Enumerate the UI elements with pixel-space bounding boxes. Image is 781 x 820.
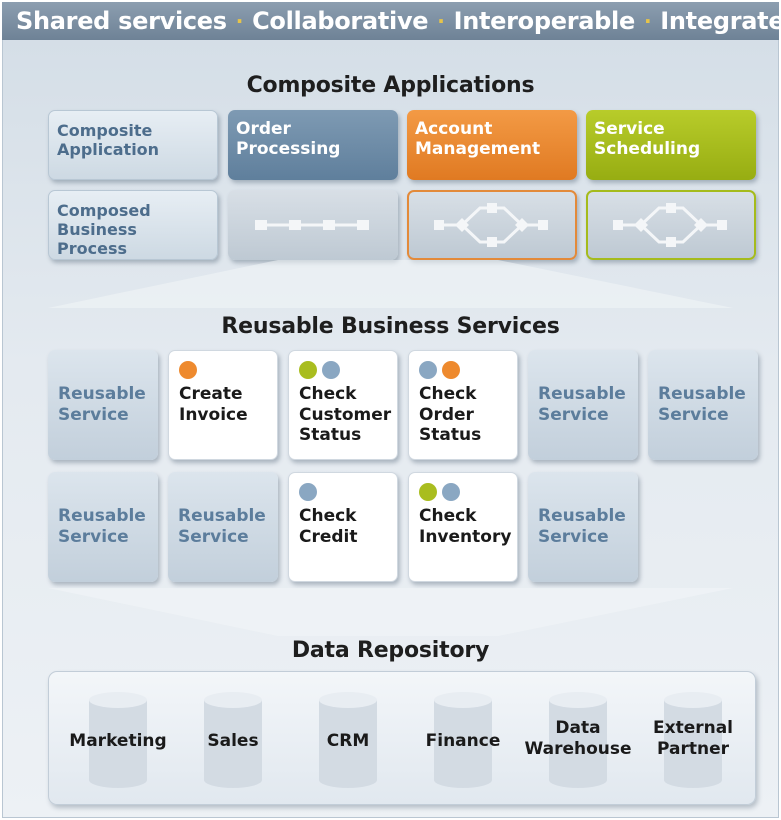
blue-dot-icon — [442, 483, 460, 501]
service-dots — [419, 483, 507, 503]
branching-process-flow-icon — [613, 203, 727, 247]
banner-separator: · — [235, 9, 244, 33]
service-tile: Reusable Service — [168, 472, 278, 582]
database-cylinder-icon — [549, 692, 607, 788]
data-store-label: Finance — [425, 731, 501, 751]
service-tile-check-customer-status: Check Customer Status — [288, 350, 398, 460]
data-store-label: Data Warehouse — [524, 718, 632, 760]
data-store-label: Sales — [207, 731, 259, 751]
service-tile: Reusable Service — [48, 350, 158, 460]
banner-separator: · — [437, 9, 445, 33]
blue-dot-icon — [322, 361, 340, 379]
funnel-connector — [48, 588, 733, 636]
account-management-app: Account Management — [407, 110, 577, 180]
service-dots — [299, 483, 387, 503]
funnel-connector — [48, 260, 733, 308]
service-scheduling-app: Service Scheduling — [586, 110, 756, 180]
banner: Shared services · Collaborative · Intero… — [2, 2, 781, 40]
branching-process-flow-icon — [434, 203, 548, 247]
banner-item: Collaborative — [252, 7, 429, 35]
service-tile: Reusable Service — [528, 350, 638, 460]
service-tile: Reusable Service — [48, 472, 158, 582]
composite-applications-title: Composite Applications — [246, 73, 535, 98]
service-tile-create-invoice: Create Invoice — [168, 350, 278, 460]
service-tile-check-inventory: Check Inventory — [408, 472, 518, 582]
service-scheduling-process — [586, 190, 756, 260]
service-dots — [419, 361, 507, 381]
blue-dot-icon — [419, 361, 437, 379]
service-label: Create Invoice — [179, 384, 248, 425]
service-tile: Reusable Service — [648, 350, 758, 460]
green-dot-icon — [299, 361, 317, 379]
linear-process-flow-icon — [255, 220, 369, 230]
service-tile-check-order-status: Check Order Status — [408, 350, 518, 460]
reusable-business-services-title: Reusable Business Services — [221, 314, 560, 339]
order-processing-process — [228, 190, 398, 260]
service-tile-check-credit: Check Credit — [288, 472, 398, 582]
banner-item: Interoperable — [453, 7, 636, 35]
orange-dot-icon — [179, 361, 197, 379]
data-repository-title: Data Repository — [291, 638, 490, 663]
service-label: Check Inventory — [419, 506, 512, 547]
database-cylinder-icon — [204, 692, 262, 788]
composite-application-label: Composite Application — [48, 110, 218, 180]
composed-business-process-label: Composed Business Process — [48, 190, 218, 260]
database-cylinder-icon — [434, 692, 492, 788]
data-store-label: External Partner — [652, 718, 734, 760]
service-dots — [299, 361, 387, 381]
service-dots — [179, 361, 267, 381]
orange-dot-icon — [442, 361, 460, 379]
green-dot-icon — [419, 483, 437, 501]
data-store-label: Marketing — [69, 731, 167, 751]
order-processing-app: Order Processing — [228, 110, 398, 180]
banner-item: Shared services — [16, 7, 227, 35]
service-label: Check Order Status — [419, 384, 482, 446]
banner-separator: · — [643, 9, 652, 33]
database-cylinder-icon — [89, 692, 147, 788]
account-management-process — [407, 190, 577, 260]
banner-item: Integrated — [660, 7, 781, 35]
service-label: Check Credit — [299, 506, 358, 547]
data-repository-panel — [48, 671, 756, 805]
database-cylinder-icon — [664, 692, 722, 788]
service-tile: Reusable Service — [528, 472, 638, 582]
data-store-label: CRM — [326, 731, 370, 751]
service-label: Check Customer Status — [299, 384, 392, 446]
database-cylinder-icon — [319, 692, 377, 788]
blue-dot-icon — [299, 483, 317, 501]
